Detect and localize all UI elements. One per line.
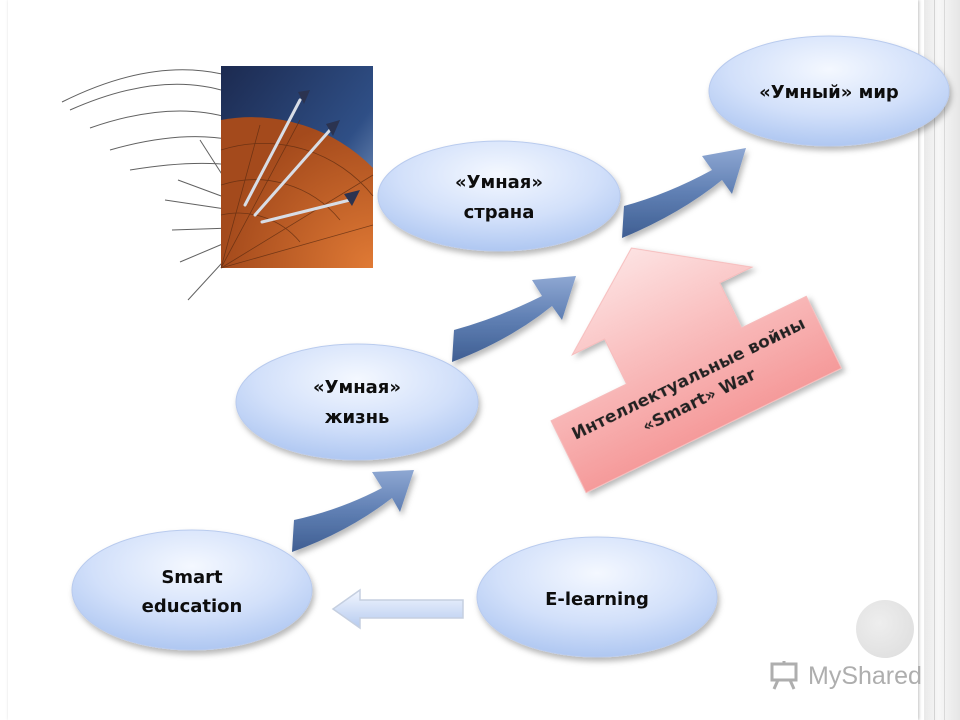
presentation-board-icon <box>770 661 798 690</box>
smart-life-label-line2: жизнь <box>325 407 390 428</box>
smart-country-label-line1: «Умная» <box>455 172 543 193</box>
smart-life-label-line1: «Умная» <box>313 377 401 398</box>
arrow-education-to-life <box>292 470 414 552</box>
elearning-label: E-learning <box>545 589 649 610</box>
smart-education-label-line2: education <box>142 596 243 617</box>
node-elearning: E-learning <box>476 536 718 658</box>
node-smart-world: «Умный» мир <box>708 35 950 147</box>
arrow-life-to-country <box>452 276 576 362</box>
node-smart-country: «Умная» страна <box>377 140 621 252</box>
smart-education-label-line1: Smart <box>161 567 223 588</box>
node-smart-life: «Умная» жизнь <box>235 343 479 461</box>
watermark-logo: MyShared <box>768 656 922 696</box>
watermark-circle <box>856 600 914 658</box>
node-smart-education: Smart education <box>71 529 313 651</box>
smart-world-label: «Умный» мир <box>759 82 899 103</box>
smart-country-label-line2: страна <box>464 202 535 223</box>
watermark-text: MyShared <box>808 661 922 690</box>
arrow-elearning-to-education <box>331 588 464 630</box>
arrow-country-to-world <box>622 148 746 238</box>
dartboard-image <box>61 66 374 301</box>
